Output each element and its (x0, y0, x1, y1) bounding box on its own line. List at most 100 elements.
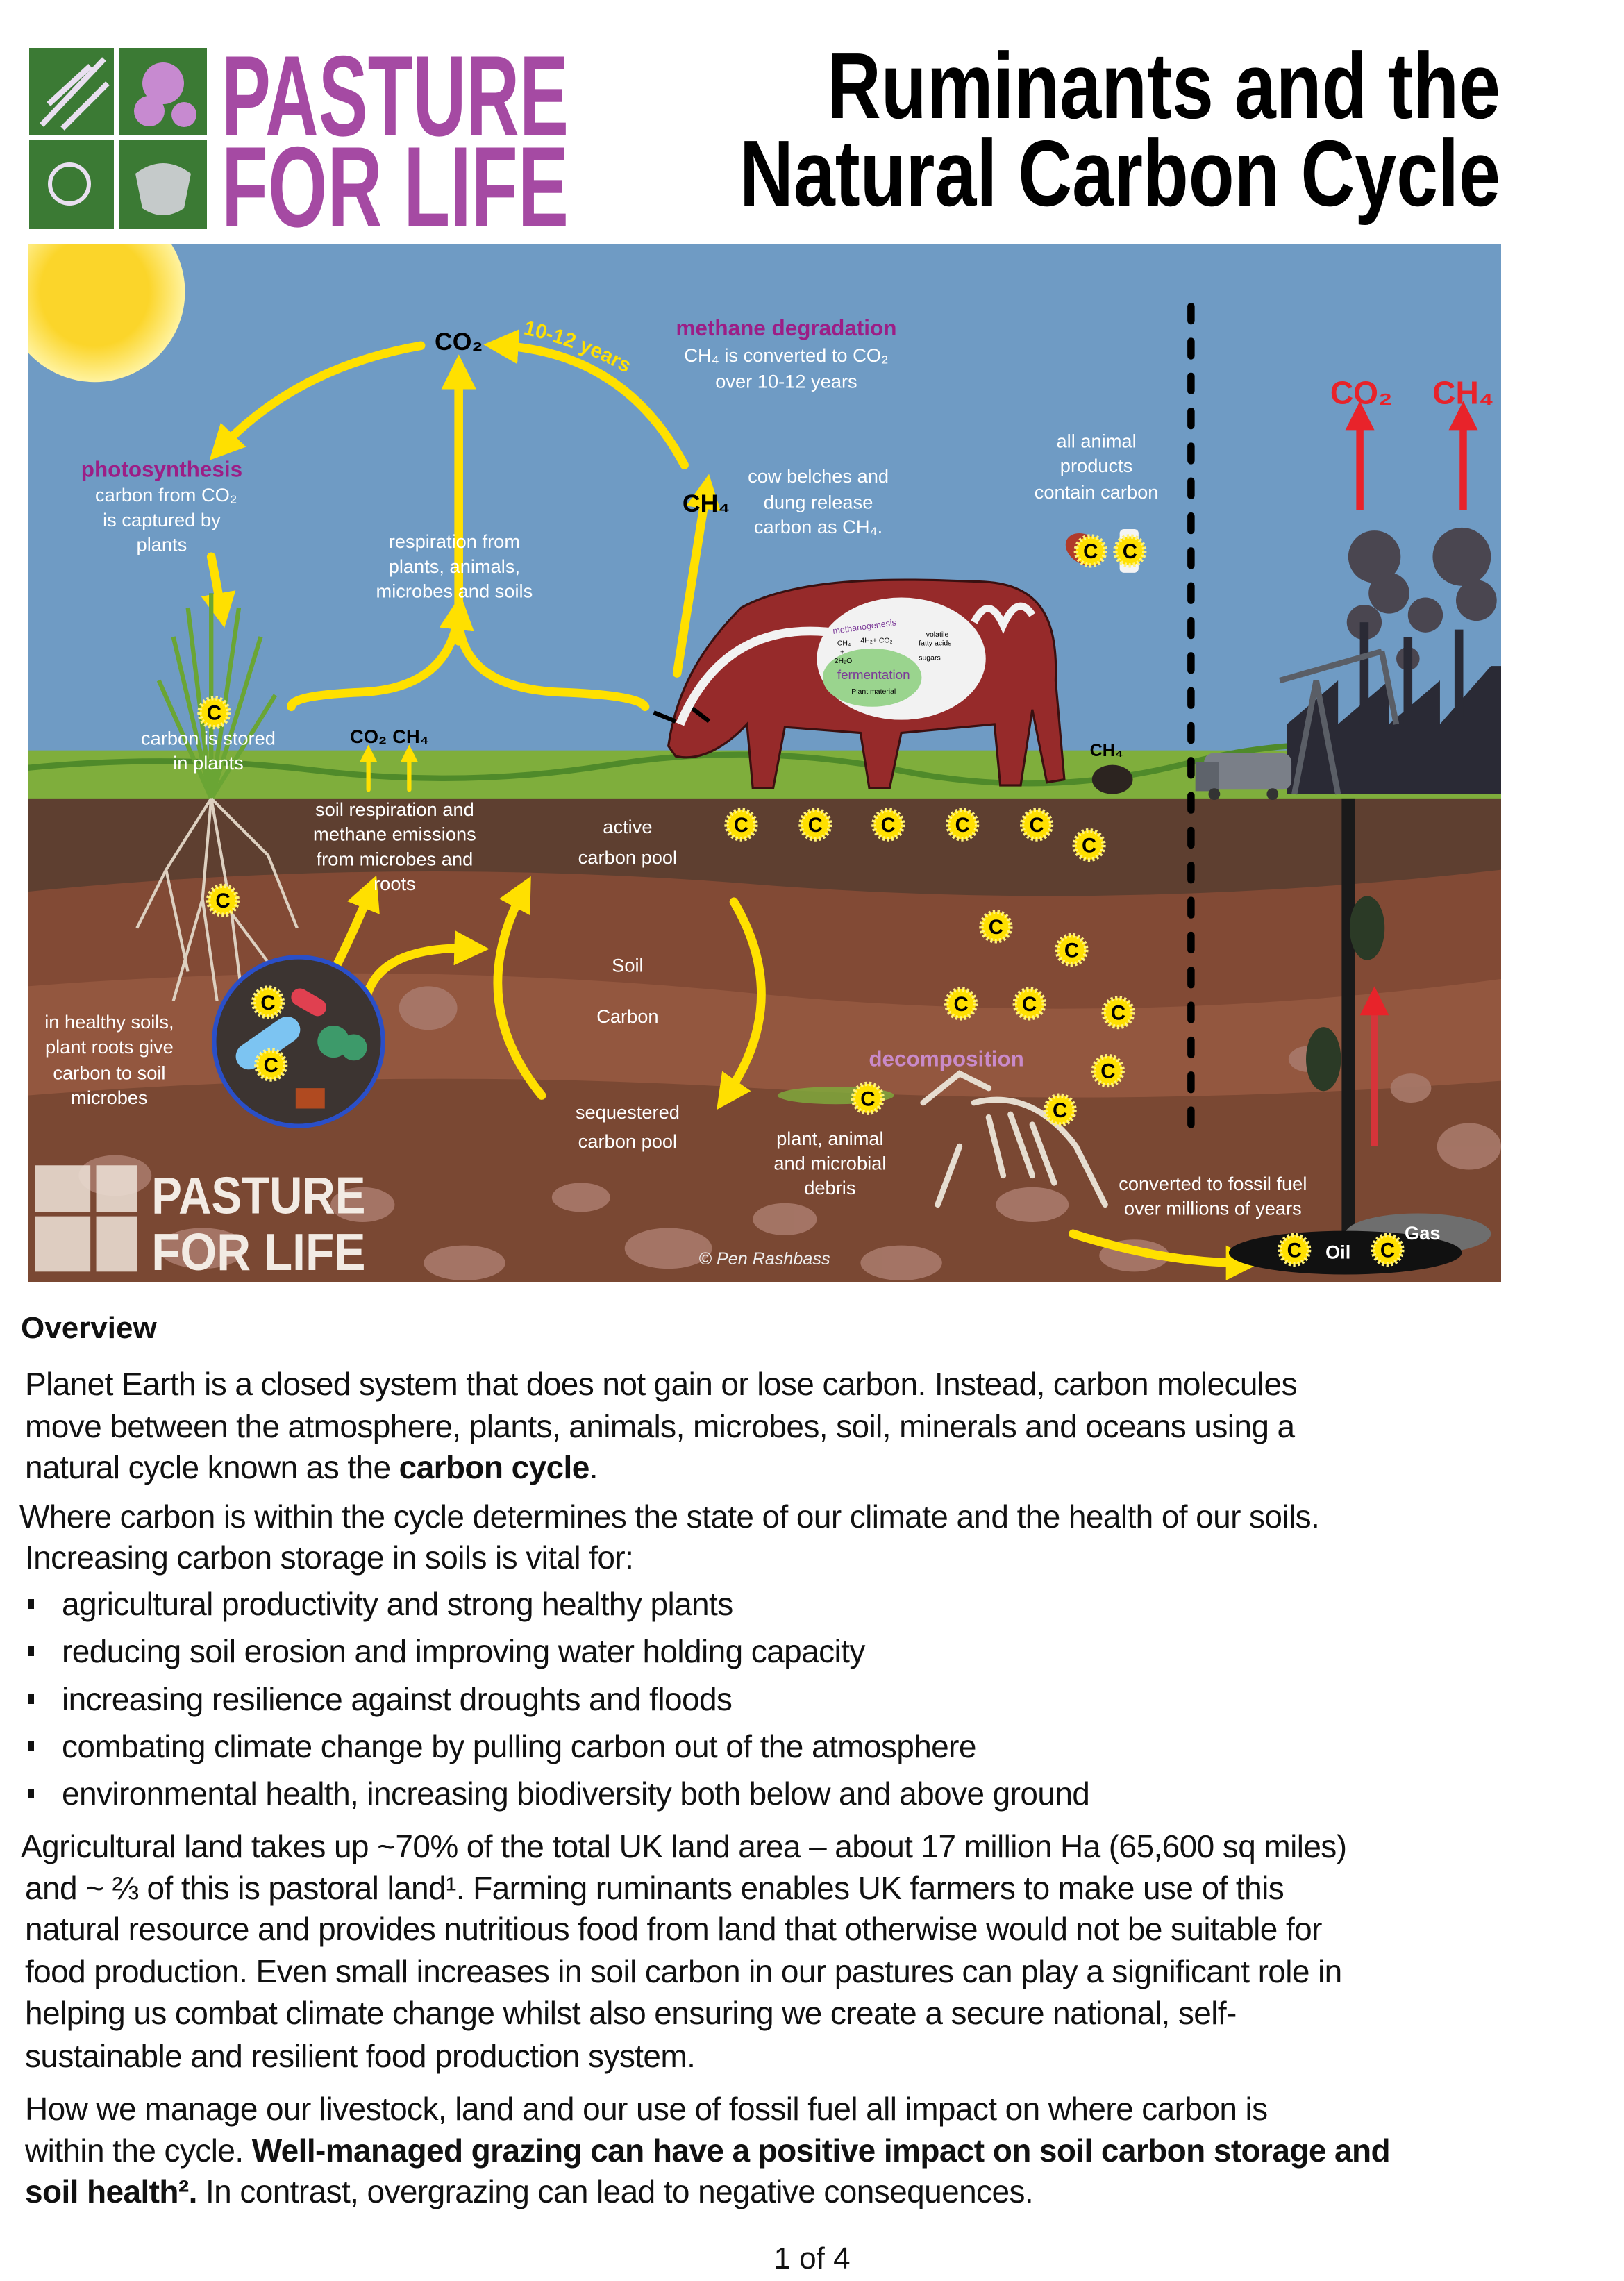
respiration-line1: respiration from (389, 530, 520, 552)
watermark-text-line1: PASTURE (151, 1166, 365, 1224)
soil-respiration-line3: from microbes and (317, 848, 474, 869)
respiration-line2: plants, animals, (389, 555, 520, 577)
healthy-soils-line4: microbes (71, 1087, 148, 1108)
carbon-badge-burst-icon (206, 883, 240, 917)
p1-line3-end: . (589, 1449, 598, 1485)
carbon-badge-label: C (989, 916, 1003, 939)
rumen-ch4: CH₄ (837, 640, 851, 648)
carbon-badge-burst-icon (1019, 808, 1054, 842)
debris-line1: plant, animal (776, 1128, 884, 1149)
carbon-badge-label: C (734, 814, 748, 837)
emission-arrows (1345, 401, 1478, 510)
carbon-badge-burst-icon (1113, 534, 1147, 568)
bullet-text: increasing resilience against droughts a… (62, 1681, 733, 1717)
p3-line5: helping us combat climate change whilst … (25, 1995, 1237, 2031)
rumen-h2-co2: 4H₂+ CO₂ (860, 637, 892, 645)
p4-line1: How we manage our livestock, land and ou… (25, 2091, 1268, 2127)
carbon-badge: C (1043, 1093, 1077, 1127)
decomposition-label: decomposition (869, 1047, 1024, 1071)
sun-icon (28, 244, 185, 383)
rumen-vfa-line1: volatile (926, 631, 949, 639)
carbon-badge-burst-icon (724, 808, 758, 842)
bullet-square-icon (28, 1646, 34, 1656)
carbon-badge-label: C (808, 814, 823, 837)
dung-icon (1091, 764, 1133, 794)
carbon-badge: C (1101, 995, 1135, 1030)
pasture-for-life-logo[interactable]: PASTURE FOR LIFE (29, 32, 569, 244)
fossil-fuel-line2: over millions of years (1124, 1198, 1302, 1219)
carbon-badge: C (1278, 1233, 1312, 1267)
carbon-badge-label: C (215, 889, 230, 912)
carbon-badge-label: C (953, 993, 968, 1016)
carbon-badge-burst-icon (1072, 828, 1106, 862)
carbon-badge-burst-icon (946, 808, 980, 842)
bullet-text: environmental health, increasing biodive… (62, 1775, 1090, 1812)
soil-health-emphasis: soil health². (25, 2173, 197, 2209)
carbon-badge: C (946, 808, 980, 842)
carbon-badge-burst-icon (1278, 1233, 1312, 1267)
bullet-square-icon (28, 1788, 34, 1798)
photosynthesis-line3: plants (137, 533, 187, 555)
carbon-badge-burst-icon (1091, 1053, 1125, 1088)
cow-belches-line2: dung release (764, 492, 873, 513)
methane-degradation-line2: over 10-12 years (715, 371, 857, 392)
p1-line3-text: natural cycle known as the (25, 1449, 399, 1485)
gas-label: Gas (1405, 1222, 1441, 1244)
soil-carbon-line2: Carbon (596, 1005, 658, 1027)
carbon-badge: C (724, 808, 758, 842)
carbon-badge: C (254, 1048, 288, 1082)
carbon-badge-label: C (1380, 1239, 1395, 1262)
logo-text-line2: FOR LIFE (221, 123, 569, 244)
rumen-plant-material: Plant material (851, 688, 896, 696)
carbon-badge-label: C (1022, 993, 1037, 1016)
cow-belches-line1: cow belches and (748, 465, 889, 487)
logo-tiles-icon (29, 48, 207, 229)
p3-line2: and ~ ⅔ of this is pastoral land¹. Farmi… (25, 1870, 1284, 1906)
photosynthesis-line2: is captured by (103, 509, 221, 530)
skeleton-icon (920, 1070, 1108, 1208)
photosynthesis-title: photosynthesis (81, 457, 242, 481)
bullet-text: reducing soil erosion and improving wate… (62, 1633, 865, 1669)
bullet-item: reducing soil erosion and improving wate… (28, 1628, 865, 1675)
page-header: PASTURE FOR LIFE Ruminants and the Natur… (29, 32, 1500, 244)
dung-ch4-label: CH₄ (1090, 741, 1123, 760)
carbon-badge-burst-icon (254, 1048, 288, 1082)
carbon-badge: C (851, 1081, 885, 1115)
bullet-square-icon (28, 1598, 34, 1609)
rumen-plus: + (840, 649, 844, 656)
cow-belches-line3: carbon as CH₄. (754, 516, 882, 537)
bullet-item: agricultural productivity and strong hea… (28, 1580, 733, 1628)
sequestered-pool-line1: sequestered (576, 1101, 680, 1123)
p3-line3: natural resource and provides nutritious… (25, 1911, 1322, 1947)
carbon-badge: C (1091, 1053, 1125, 1088)
carbon-badge: C (1073, 534, 1107, 568)
carbon-stored-line1: carbon is stored (141, 727, 276, 749)
carbon-badge: C (1012, 987, 1046, 1021)
p3-line4: food production. Even small increases in… (25, 1953, 1342, 1989)
fossil-ch4-label: CH₄ (1432, 375, 1494, 411)
bullet-text: agricultural productivity and strong hea… (62, 1586, 733, 1622)
grazing-emphasis: Well-managed grazing can have a positive… (251, 2132, 1391, 2169)
carbon-badge-label: C (1053, 1099, 1067, 1122)
logo-text-line1: PASTURE (221, 32, 569, 160)
carbon-badge-burst-icon (979, 910, 1013, 944)
watermark-text-line2: FOR LIFE (151, 1223, 365, 1281)
carbon-badge-label: C (1030, 814, 1044, 837)
soil-microbes-icon (212, 955, 385, 1128)
healthy-soils-line1: in healthy soils, (44, 1011, 174, 1033)
methane-degradation-title: methane degradation (676, 316, 896, 340)
bullet-item: environmental health, increasing biodive… (28, 1770, 1090, 1817)
soil-respiration-line4: roots (374, 873, 416, 894)
ch4-label: CH₄ (683, 490, 730, 517)
ground-co2-label: CO₂ (350, 726, 387, 747)
p1-line1: Planet Earth is a closed system that doe… (25, 1366, 1297, 1402)
carbon-badge-label: C (1287, 1239, 1302, 1262)
cycle-arrows (201, 329, 1262, 1280)
carbon-badge: C (871, 808, 905, 842)
soil-respiration-line1: soil respiration and (315, 799, 474, 820)
page-title-line2: Natural Carbon Cycle (739, 121, 1500, 226)
p3-line1: Agricultural land takes up ~70% of the t… (21, 1828, 1347, 1864)
carbon-badge: C (1072, 828, 1106, 862)
carbon-stored-line2: in plants (173, 752, 244, 774)
